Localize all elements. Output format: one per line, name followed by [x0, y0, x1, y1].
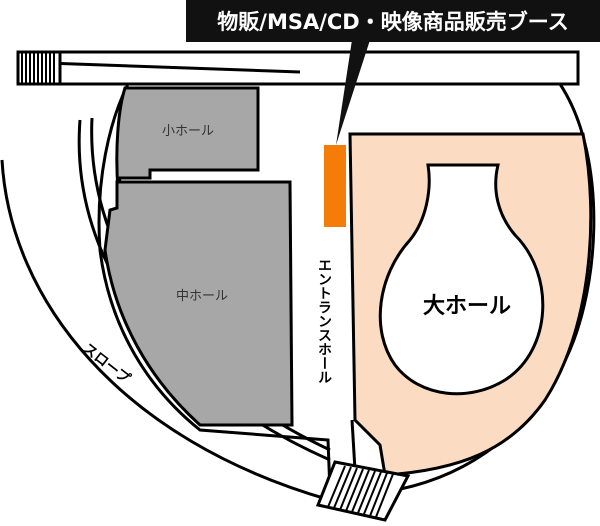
small-hall [115, 86, 260, 191]
large-hall-stage [378, 163, 545, 396]
bottom-staircase [315, 460, 411, 522]
medium-hall [103, 180, 294, 427]
small-hall-label: 小ホール [162, 124, 214, 139]
callout-label: 物販/MSA/CD・映像商品販売ブース [217, 10, 568, 34]
large-hall-label: 大ホール [423, 294, 511, 319]
top-walkway [16, 50, 580, 86]
medium-hall-label: 中ホール [176, 289, 228, 304]
callout-pointer [336, 40, 370, 145]
entrance-hall-label: エントランスホール [316, 258, 332, 384]
merch-booth [324, 145, 346, 227]
callout-box [186, 0, 600, 42]
left-staircase [16, 50, 62, 86]
slope-label: スロープ [80, 341, 134, 388]
entrance-wall [350, 419, 357, 471]
